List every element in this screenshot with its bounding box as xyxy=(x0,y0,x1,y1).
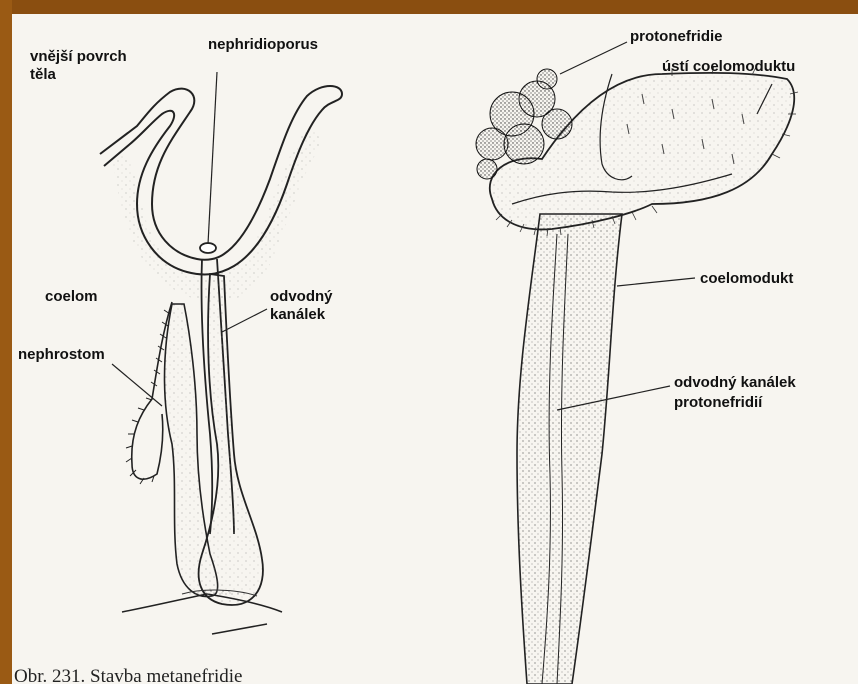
figure-caption: Obr. 231. Stavba metanefridie xyxy=(14,666,242,684)
top-border xyxy=(0,0,858,14)
label-protonephridia-canal-line1: odvodný kanálek xyxy=(674,374,796,391)
label-protonephridia-canal-line2: protonefridií xyxy=(674,394,762,411)
label-efferent-canal-line1: odvodný xyxy=(270,288,333,305)
label-outer-surface-line2: těla xyxy=(30,66,56,83)
label-outer-surface-line1: vnější povrch xyxy=(30,48,127,65)
label-coelom: coelom xyxy=(45,288,98,305)
coelomoduct-drawing xyxy=(476,42,798,684)
label-protonefridie: protonefridie xyxy=(630,28,723,45)
metanephridium-drawing xyxy=(100,72,342,634)
label-coelomoduct-mouth: ústí coelomoduktu xyxy=(662,58,795,75)
label-efferent-canal-line2: kanálek xyxy=(270,306,325,323)
label-coelomodukt: coelomodukt xyxy=(700,270,793,287)
left-border xyxy=(0,0,12,684)
label-nephridioporus: nephridioporus xyxy=(208,36,318,53)
nephridia-illustration xyxy=(12,14,858,684)
label-nephrostom: nephrostom xyxy=(18,346,105,363)
book-page: vnější povrch těla nephridioporus coelom… xyxy=(12,14,858,684)
